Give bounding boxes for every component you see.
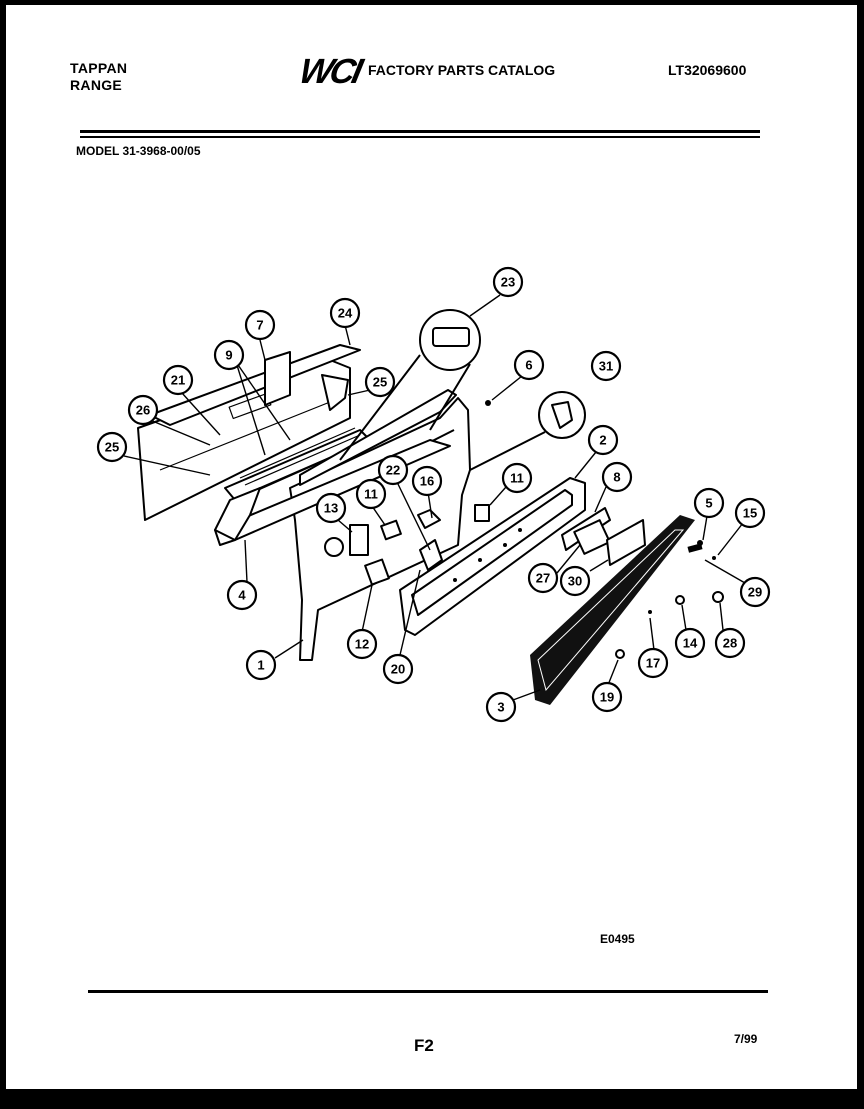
callout-3: 3 — [485, 691, 517, 723]
mounting-bracket — [561, 507, 611, 555]
svg-text:2: 2 — [599, 433, 606, 448]
callout-8: 8 — [601, 461, 633, 493]
svg-text:29: 29 — [748, 585, 762, 600]
callout-19: 19 — [591, 681, 623, 713]
svg-text:11: 11 — [510, 471, 524, 486]
svg-text:23: 23 — [501, 275, 515, 290]
svg-text:5: 5 — [705, 496, 712, 511]
page-identifier: F2 — [414, 1036, 434, 1055]
svg-text:27: 27 — [536, 571, 550, 586]
leader-lines — [123, 294, 746, 701]
svg-text:25: 25 — [373, 375, 387, 390]
svg-text:26: 26 — [136, 403, 150, 418]
wci-logo: WCI FACTORY PARTS CATALOG — [296, 52, 580, 91]
callout-31: 31 — [590, 350, 622, 382]
small-parts — [321, 374, 490, 586]
callout-6: 6 — [513, 349, 545, 381]
svg-text:16: 16 — [420, 474, 434, 489]
callout-17: 17 — [637, 647, 669, 679]
svg-text:25: 25 — [105, 440, 119, 455]
callout-25a: 25 — [364, 366, 396, 398]
svg-text:15: 15 — [743, 506, 757, 521]
display-window — [606, 519, 646, 566]
svg-text:17: 17 — [646, 656, 660, 671]
svg-text:7: 7 — [256, 318, 263, 333]
front-overlay — [530, 515, 695, 705]
footer-rule — [88, 990, 768, 993]
brand-name: TAPPAN — [70, 60, 128, 76]
svg-text:4: 4 — [238, 588, 246, 603]
svg-text:14: 14 — [683, 636, 698, 651]
header-rule-top — [80, 130, 760, 133]
callout-23: 23 — [492, 266, 524, 298]
back-trim-panel — [137, 344, 361, 521]
svg-text:11: 11 — [364, 487, 378, 502]
callout-16: 16 — [411, 465, 443, 497]
callout-5: 5 — [693, 487, 725, 519]
detail-circle-23 — [339, 309, 481, 461]
svg-text:28: 28 — [723, 636, 737, 651]
callout-15: 15 — [734, 497, 766, 529]
revision-date: 7/99 — [734, 1032, 758, 1046]
svg-text:6: 6 — [525, 358, 532, 373]
model-number: MODEL 31-3968-00/05 — [76, 144, 201, 158]
svg-text:9: 9 — [225, 348, 232, 363]
callout-9: 9 — [213, 339, 245, 371]
fasteners — [485, 400, 724, 659]
callout-30: 30 — [559, 565, 591, 597]
callout-11a: 11 — [355, 478, 387, 510]
callout-13: 13 — [315, 492, 347, 524]
svg-text:31: 31 — [599, 359, 613, 374]
callout-7: 7 — [244, 309, 276, 341]
callout-29: 29 — [739, 576, 771, 608]
callout-27: 27 — [527, 562, 559, 594]
svg-text:13: 13 — [324, 501, 338, 516]
callout-21: 21 — [162, 364, 194, 396]
callout-2: 2 — [587, 424, 619, 456]
document-code: LT32069600 — [668, 62, 747, 78]
svg-text:20: 20 — [391, 662, 405, 677]
svg-text:30: 30 — [568, 574, 582, 589]
svg-text:24: 24 — [338, 306, 353, 321]
callout-22: 22 — [377, 454, 409, 486]
svg-text:8: 8 — [613, 470, 620, 485]
callout-4: 4 — [226, 579, 258, 611]
svg-text:21: 21 — [171, 373, 185, 388]
callout-24: 24 — [329, 297, 361, 329]
catalog-title: FACTORY PARTS CATALOG — [368, 62, 556, 78]
control-panel — [399, 477, 586, 636]
drawing-code: E0495 — [600, 932, 635, 946]
header-rule-bottom — [80, 136, 760, 138]
callout-25b: 25 — [96, 431, 128, 463]
product-type: RANGE — [70, 77, 123, 93]
svg-text:12: 12 — [355, 637, 369, 652]
detail-circle-31 — [469, 391, 586, 471]
callout-12: 12 — [346, 628, 378, 660]
svg-text:3: 3 — [497, 700, 504, 715]
svg-text:19: 19 — [600, 690, 614, 705]
callout-14: 14 — [674, 627, 706, 659]
callout-1: 1 — [245, 649, 277, 681]
callout-20: 20 — [382, 653, 414, 685]
brand-block: TAPPAN RANGE — [70, 60, 127, 94]
callout-28: 28 — [714, 627, 746, 659]
svg-text:22: 22 — [386, 463, 400, 478]
svg-text:1: 1 — [257, 658, 264, 673]
callout-26: 26 — [127, 394, 159, 426]
callout-11b: 11 — [501, 462, 533, 494]
